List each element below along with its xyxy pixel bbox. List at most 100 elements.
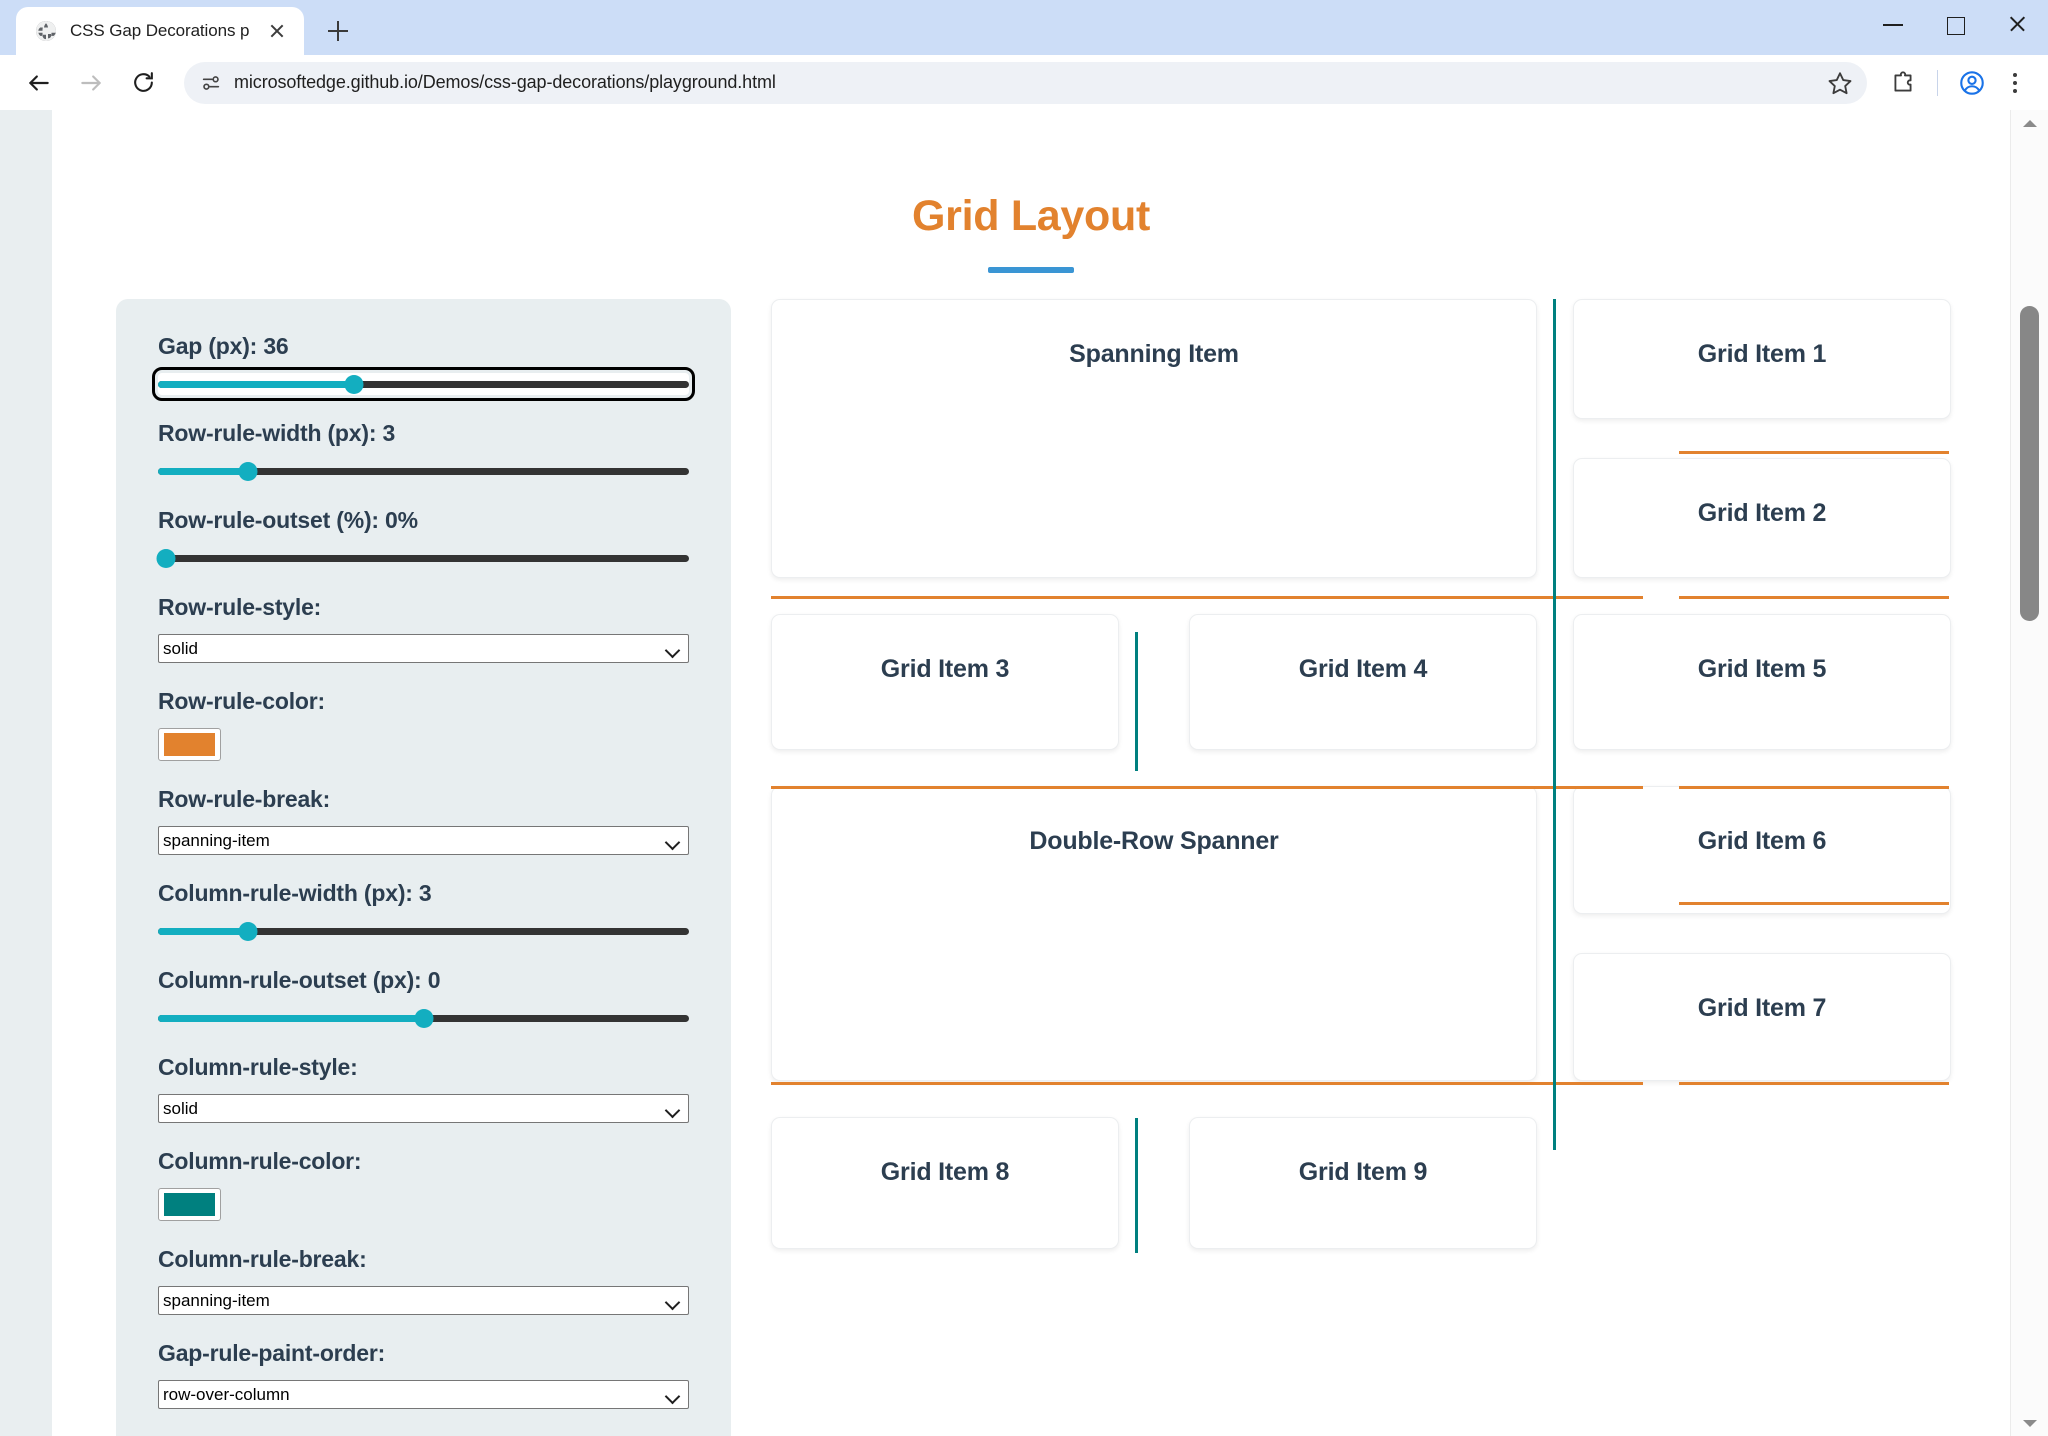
star-icon[interactable]: [1827, 70, 1853, 96]
slider-fill: [158, 928, 249, 935]
slider-track: [158, 928, 689, 935]
grid-demo: Spanning Item Grid Item 1 Grid Item 2 Gr…: [771, 299, 1951, 1436]
grid-card-item-1[interactable]: Grid Item 1: [1573, 299, 1951, 419]
control-label: Gap-rule-paint-order:: [158, 1340, 386, 1366]
slider-thumb[interactable]: [238, 462, 258, 481]
row-rule-decoration: [771, 596, 1643, 599]
site-settings-icon[interactable]: [200, 72, 222, 94]
column-rule-outset-slider[interactable]: [158, 1007, 689, 1029]
grid-card-item-5[interactable]: Grid Item 5: [1573, 614, 1951, 750]
column-rule-width-slider[interactable]: [158, 920, 689, 942]
address-bar[interactable]: microsoftedge.github.io/Demos/css-gap-de…: [184, 61, 1867, 104]
back-arrow-icon[interactable]: [16, 60, 62, 106]
column-rule-decoration: [1135, 632, 1138, 771]
grid-card-item-8[interactable]: Grid Item 8: [771, 1117, 1119, 1249]
row-rule-decoration: [1679, 596, 1949, 599]
scroll-down-icon[interactable]: [2011, 1410, 2048, 1436]
column-rule-break-select[interactable]: spanning-item: [158, 1286, 689, 1315]
profile-avatar-icon[interactable]: [1952, 63, 1992, 103]
control-label: Column-rule-width (px): 3: [158, 880, 432, 906]
control-gap-rule-paint-order: Gap-rule-paint-order: row-over-column: [158, 1340, 689, 1409]
control-row-rule-break: Row-rule-break: spanning-item: [158, 786, 689, 855]
color-swatch: [164, 1193, 215, 1216]
tab-title: CSS Gap Decorations playgroun: [70, 21, 250, 40]
row-rule-decoration: [771, 1082, 1643, 1085]
control-label: Row-rule-outset (%): 0%: [158, 507, 418, 533]
page-content: Grid Layout Gap (px): 36: [52, 110, 2010, 1436]
page-scrollbar[interactable]: [2010, 110, 2048, 1436]
control-row-rule-color: Row-rule-color:: [158, 688, 689, 761]
three-dot-menu-icon[interactable]: [1998, 63, 2032, 103]
grid-card-item-4[interactable]: Grid Item 4: [1189, 614, 1537, 750]
forward-arrow-icon[interactable]: [68, 60, 114, 106]
minimize-icon[interactable]: [1862, 0, 1924, 48]
gap-rule-paint-order-select[interactable]: row-over-column: [158, 1380, 689, 1409]
control-label: Row-rule-style:: [158, 594, 322, 620]
row-rule-outset-slider[interactable]: [156, 547, 689, 569]
row-rule-color-picker[interactable]: [158, 728, 221, 761]
close-icon[interactable]: [262, 16, 292, 46]
control-column-rule-color: Column-rule-color:: [158, 1148, 689, 1221]
slider-thumb[interactable]: [156, 549, 176, 568]
scrollbar-thumb[interactable]: [2020, 306, 2039, 621]
control-row-rule-style: Row-rule-style: solid: [158, 594, 689, 663]
slider-track: [158, 468, 689, 475]
globe-icon: [34, 19, 58, 43]
grid-card-double-row-spanner[interactable]: Double-Row Spanner: [771, 786, 1537, 1081]
color-swatch: [164, 733, 215, 756]
column-rule-decoration: [1553, 299, 1556, 1150]
reload-icon[interactable]: [120, 60, 166, 106]
row-rule-width-slider[interactable]: [158, 460, 689, 482]
extensions-puzzle-icon[interactable]: [1883, 63, 1923, 103]
window-controls: [1862, 0, 2048, 48]
slider-thumb[interactable]: [344, 375, 364, 394]
slider-fill: [158, 1015, 424, 1022]
control-label: Row-rule-color:: [158, 688, 325, 714]
control-label: Gap (px): 36: [158, 333, 289, 359]
control-label: Column-rule-style:: [158, 1054, 358, 1080]
control-label: Row-rule-width (px): 3: [158, 420, 396, 446]
grid-card-item-7[interactable]: Grid Item 7: [1573, 953, 1951, 1081]
control-label: Column-rule-break:: [158, 1246, 367, 1272]
page-viewport: Grid Layout Gap (px): 36: [0, 110, 2048, 1436]
control-label: Column-rule-color:: [158, 1148, 362, 1174]
control-column-rule-width: Column-rule-width (px): 3: [158, 880, 689, 942]
page-title: Grid Layout: [912, 192, 1150, 240]
browser-tab[interactable]: CSS Gap Decorations playgroun: [16, 7, 304, 55]
main-layout: Gap (px): 36 Row-rule-width (px): 3: [52, 299, 2010, 1436]
row-rule-style-select[interactable]: solid: [158, 634, 689, 663]
grid-card-item-3[interactable]: Grid Item 3: [771, 614, 1119, 750]
control-column-rule-style: Column-rule-style: solid: [158, 1054, 689, 1123]
row-rule-decoration: [1679, 902, 1949, 905]
gap-slider[interactable]: [152, 367, 695, 401]
column-rule-color-picker[interactable]: [158, 1188, 221, 1221]
control-row-rule-width: Row-rule-width (px): 3: [158, 420, 689, 482]
new-tab-button[interactable]: [318, 11, 358, 51]
row-rule-decoration: [1679, 786, 1949, 789]
grid-card-item-6[interactable]: Grid Item 6: [1573, 786, 1951, 914]
control-column-rule-outset: Column-rule-outset (px): 0: [158, 967, 689, 1029]
grid-card-spanning-item[interactable]: Spanning Item: [771, 299, 1537, 578]
slider-thumb[interactable]: [238, 922, 258, 941]
scroll-up-icon[interactable]: [2011, 110, 2048, 136]
chevron-down-icon: row-over-column: [158, 1380, 689, 1409]
control-column-rule-break: Column-rule-break: spanning-item: [158, 1246, 689, 1315]
chevron-down-icon: solid: [158, 634, 689, 663]
url-text: microsoftedge.github.io/Demos/css-gap-de…: [234, 72, 776, 92]
maximize-icon[interactable]: [1924, 0, 1986, 48]
row-rule-break-select[interactable]: spanning-item: [158, 826, 689, 855]
row-rule-decoration: [771, 786, 1643, 789]
controls-panel: Gap (px): 36 Row-rule-width (px): 3: [116, 299, 731, 1436]
control-row-rule-outset: Row-rule-outset (%): 0%: [156, 507, 689, 569]
chevron-down-icon: spanning-item: [158, 1286, 689, 1315]
grid-empty-cell: [1573, 1081, 1951, 1249]
grid-card-item-9[interactable]: Grid Item 9: [1189, 1117, 1537, 1249]
grid-card-item-2[interactable]: Grid Item 2: [1573, 458, 1951, 578]
window-close-icon[interactable]: [1986, 0, 2048, 48]
row-rule-decoration: [1679, 1082, 1949, 1085]
chevron-down-icon: spanning-item: [158, 826, 689, 855]
control-gap: Gap (px): 36: [152, 333, 695, 401]
column-rule-style-select[interactable]: solid: [158, 1094, 689, 1123]
slider-thumb[interactable]: [414, 1009, 433, 1028]
